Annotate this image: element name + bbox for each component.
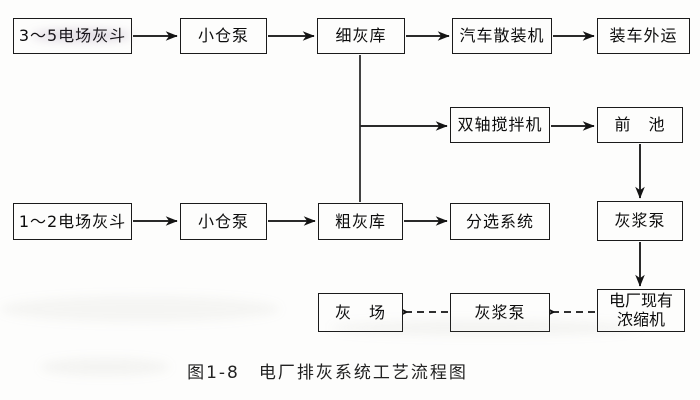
node-truck-transport: 装车外运: [597, 18, 690, 54]
node-slurry-pump-upper: 灰浆泵: [597, 201, 683, 241]
node-hopper-1-2: 1～2电场灰斗: [13, 203, 132, 240]
node-hopper-3-5: 3～5电场灰斗: [13, 18, 132, 54]
node-sorting-system: 分选系统: [450, 203, 550, 240]
node-twin-shaft-mixer: 双轴搅拌机: [450, 107, 550, 143]
node-fine-ash-silo: 细灰库: [317, 18, 405, 54]
node-truck-bulk-loader: 汽车散装机: [452, 18, 552, 54]
node-coarse-ash-silo: 粗灰库: [318, 203, 403, 240]
node-bin-pump-top: 小仓泵: [180, 18, 267, 54]
node-existing-thickener: 电厂现有 浓缩机: [597, 289, 685, 332]
node-forebay: 前 池: [597, 107, 683, 143]
node-bin-pump-bottom: 小仓泵: [180, 203, 267, 240]
figure-caption: 图1-8 电厂排灰系统工艺流程图: [187, 363, 468, 383]
node-ash-yard: 灰 场: [318, 293, 403, 332]
node-slurry-pump-lower: 灰浆泵: [450, 293, 550, 332]
